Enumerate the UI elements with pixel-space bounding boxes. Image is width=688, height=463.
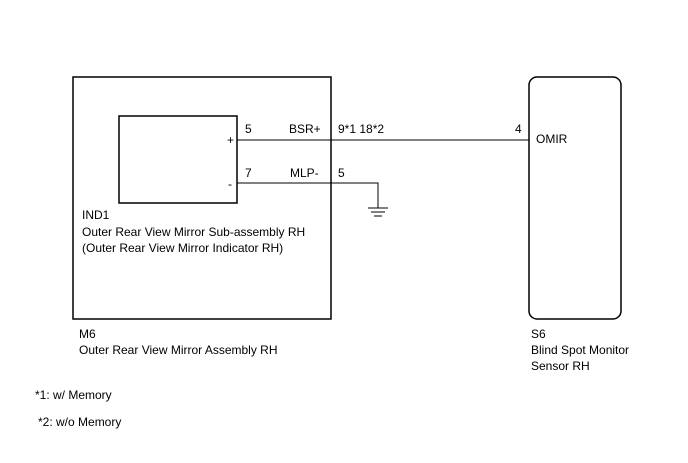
note-memory: *1: w/ Memory bbox=[35, 388, 112, 402]
ground-icon bbox=[368, 207, 388, 217]
mlp-minus-signal-label: MLP- bbox=[290, 166, 319, 180]
sensor-pin-number: 4 bbox=[515, 122, 522, 136]
outer-mirror-assembly-box bbox=[72, 76, 332, 320]
mlp-minus-wire bbox=[237, 182, 379, 208]
minus-terminal-sign: - bbox=[228, 177, 232, 191]
sensor-name-line1: Blind Spot Monitor bbox=[531, 343, 629, 357]
outer-assembly-name: Outer Rear View Mirror Assembly RH bbox=[79, 343, 278, 357]
sensor-name-line2: Sensor RH bbox=[531, 359, 590, 373]
omir-terminal-label: OMIR bbox=[536, 132, 568, 146]
indicator-detail: (Outer Rear View Mirror Indicator RH) bbox=[82, 241, 283, 255]
outer-assembly-code: M6 bbox=[79, 327, 96, 341]
mirror-indicator-box bbox=[118, 115, 238, 204]
indicator-code: IND1 bbox=[82, 208, 110, 222]
mlp-minus-connector-pin: 5 bbox=[338, 166, 345, 180]
plus-terminal-sign: + bbox=[227, 133, 234, 147]
blind-spot-sensor-box bbox=[528, 76, 622, 320]
minus-pin-number: 7 bbox=[245, 166, 252, 180]
bsr-plus-signal-label: BSR+ bbox=[289, 122, 321, 136]
bsr-plus-connector-pins: 9*1 18*2 bbox=[338, 122, 384, 136]
note-no-memory: *2: w/o Memory bbox=[38, 415, 122, 429]
plus-pin-number: 5 bbox=[245, 122, 252, 136]
indicator-name: Outer Rear View Mirror Sub-assembly RH bbox=[82, 225, 305, 239]
sensor-code: S6 bbox=[531, 327, 546, 341]
